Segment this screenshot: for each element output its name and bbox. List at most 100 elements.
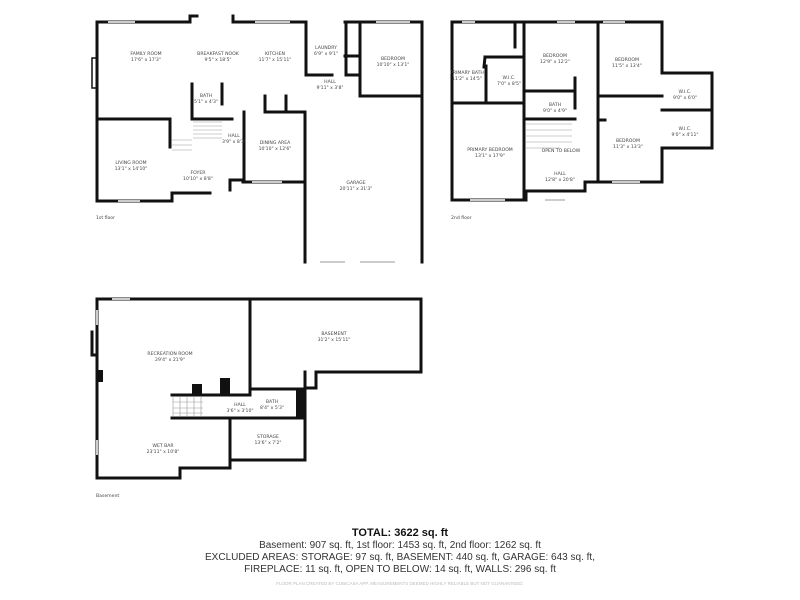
room-dims: 10'10" x 12'6"	[258, 147, 292, 152]
stairs-icon	[172, 121, 572, 417]
room-name: Bedroom	[615, 58, 639, 63]
room-name: W.I.C.	[678, 127, 692, 132]
room-hall: Hall3'9" x 8'3"	[222, 134, 246, 146]
room-dims: 6'9" x 9'1"	[313, 52, 339, 57]
room-dims: 9'0" x 4'9"	[542, 109, 568, 114]
room-wic: W.I.C.9'0" x 4'11"	[671, 127, 698, 139]
room-dims: 13'1" x 14'10"	[114, 167, 148, 172]
room-name: Hall	[228, 134, 240, 139]
room-bedroom: Bedroom11'5" x 13'4"	[612, 58, 642, 70]
room-name: Basement	[321, 332, 347, 337]
room-name: Bedroom	[543, 54, 567, 59]
room-wic: W.I.C.9'0" x 6'0"	[673, 90, 697, 102]
room-bath: Bath8'4" x 5'3"	[260, 400, 284, 412]
room-laundry: Laundry6'9" x 9'1"	[314, 46, 338, 58]
room-bedroom: Bedroom10'10" x 13'1"	[377, 57, 410, 69]
room-basement: Basement31'2" x 15'11"	[318, 332, 351, 344]
room-wet-bar: Wet Bar23'11" x 10'8"	[147, 444, 180, 456]
floor-label-first: 1st floor	[96, 216, 115, 221]
floor-areas: Basement: 907 sq. ft, 1st floor: 1453 sq…	[259, 540, 541, 551]
room-name: Primary Bedroom	[467, 148, 513, 153]
room-name: W.I.C.	[678, 90, 692, 95]
room-name: Garage	[346, 181, 366, 186]
room-dims: 12'8" x 20'8"	[545, 178, 575, 183]
room-dims: 7'0" x 8'5"	[496, 82, 522, 87]
room-name: Laundry	[315, 46, 337, 51]
room-kitchen: Kitchen11'7" x 15'11"	[259, 52, 292, 64]
room-dining-area: Dining Area10'10" x 12'6"	[259, 141, 292, 153]
room-name: Dining Area	[259, 141, 291, 146]
room-dims: 20'11" x 31'3"	[339, 187, 373, 192]
total-area: TOTAL: 3622 sq. ft	[351, 527, 449, 539]
room-name: Living Room	[115, 161, 147, 166]
room-breakfast-nook: Breakfast Nook9'5" x 18'5"	[197, 52, 239, 64]
room-name: Hall	[324, 80, 336, 85]
basement-walls	[90, 297, 423, 480]
room-dims: 9'0" x 6'0"	[672, 96, 698, 101]
room-name: Family Room	[130, 52, 162, 57]
room-primary-bath: Primary Bath11'2" x 14'5"	[450, 71, 484, 83]
room-dims: 10'10" x 13'1"	[376, 63, 410, 68]
room-name: W.I.C.	[502, 76, 516, 81]
second-floor-walls	[450, 20, 714, 202]
room-open-to-below: Open to Below	[542, 149, 581, 155]
room-dims: 9'5" x 18'5"	[204, 58, 232, 63]
room-garage: Garage20'11" x 31'3"	[340, 181, 373, 193]
room-bedroom: Bedroom11'3" x 13'3"	[613, 139, 643, 151]
excluded-areas: EXCLUDED AREAS: STORAGE: 97 sq. ft, BASE…	[205, 552, 595, 563]
room-storage: Storage13'6" x 7'2"	[254, 435, 281, 447]
fixtures	[97, 370, 305, 418]
room-bedroom: Bedroom12'9" x 12'2"	[540, 54, 570, 66]
disclaimer: Floor plan created by Cubicasa app. Meas…	[276, 581, 524, 586]
room-wic: W.I.C.7'0" x 8'5"	[497, 76, 521, 88]
room-name: Bedroom	[381, 57, 405, 62]
room-name: Bedroom	[616, 139, 640, 144]
room-name: Bath	[199, 94, 213, 99]
room-living-room: Living Room13'1" x 14'10"	[115, 161, 148, 173]
room-dims: 17'6" x 17'3"	[131, 58, 161, 63]
first-floor-walls	[91, 14, 424, 264]
room-name: Foyer	[190, 171, 206, 176]
room-dims: 11'3" x 13'3"	[613, 145, 643, 150]
room-dims: 11'2" x 14'5"	[452, 77, 482, 82]
room-name: Bath	[548, 103, 562, 108]
room-dims: 31'2" x 15'11"	[317, 338, 351, 343]
room-dims: 11'7" x 15'11"	[258, 58, 292, 63]
room-bath: Bath5'1" x 4'3"	[194, 94, 218, 106]
room-name: Storage	[257, 435, 279, 440]
room-dims: 5'1" x 4'3"	[193, 100, 219, 105]
room-name: Recreation Room	[147, 352, 193, 357]
room-name: Open to Below	[541, 149, 581, 154]
room-name: Breakfast Nook	[197, 52, 239, 57]
excluded-areas-cont: FIREPLACE: 11 sq. ft, OPEN TO BELOW: 14 …	[244, 564, 556, 575]
room-name: Bath	[265, 400, 279, 405]
room-dims: 13'1" x 17'9"	[475, 154, 505, 159]
room-hall: Hall12'8" x 20'8"	[545, 172, 575, 184]
floor-label-basement: Basement	[96, 494, 120, 499]
room-hall: Hall9'11" x 3'8"	[316, 80, 343, 92]
room-name: Hall	[554, 172, 566, 177]
room-dims: 9'0" x 4'11"	[671, 133, 699, 138]
room-dims: 3'6" x 3'10"	[226, 409, 254, 414]
room-name: Wet Bar	[152, 444, 174, 449]
room-dims: 8'4" x 5'3"	[259, 406, 285, 411]
room-bath: Bath9'0" x 4'9"	[543, 103, 567, 115]
room-dims: 11'5" x 13'4"	[612, 64, 642, 69]
floor-label-second: 2nd floor	[451, 216, 472, 221]
room-name: Primary Bath	[450, 71, 484, 76]
room-dims: 3'9" x 8'3"	[221, 140, 247, 145]
area-summary: TOTAL: 3622 sq. ft Basement: 907 sq. ft,…	[0, 527, 800, 586]
room-dims: 13'6" x 7'2"	[254, 441, 282, 446]
room-name: Kitchen	[265, 52, 285, 57]
room-recreation-room: Recreation Room29'4" x 21'9"	[147, 352, 192, 364]
room-dims: 23'11" x 10'8"	[146, 450, 180, 455]
room-foyer: Foyer10'10" x 8'8"	[183, 171, 213, 183]
room-primary-bedroom: Primary Bedroom13'1" x 17'9"	[467, 148, 513, 160]
room-hall: Hall3'6" x 3'10"	[226, 403, 253, 415]
room-family-room: Family Room17'6" x 17'3"	[130, 52, 161, 64]
room-dims: 29'4" x 21'9"	[155, 358, 185, 363]
room-name: Hall	[234, 403, 246, 408]
room-dims: 10'10" x 8'8"	[183, 177, 213, 182]
room-dims: 12'9" x 12'2"	[540, 60, 570, 65]
